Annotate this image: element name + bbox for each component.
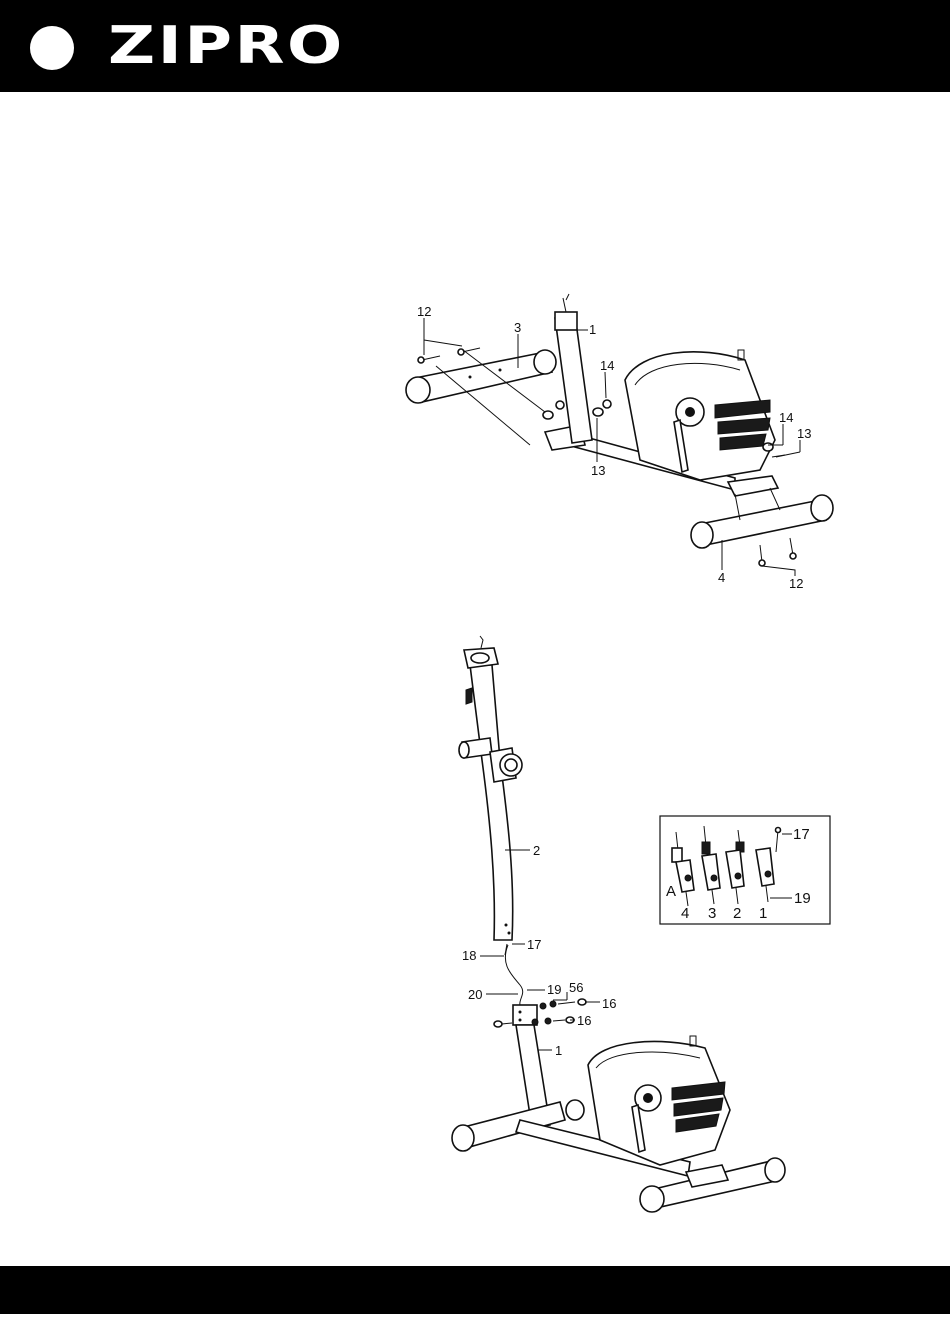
fig1-label-4: 4	[718, 570, 725, 585]
fig2-label-17: 17	[527, 937, 541, 952]
inset-step-1-label: 1	[759, 905, 767, 922]
fig2-label-56: 56	[569, 980, 583, 995]
flywheel-housing	[625, 350, 775, 480]
fig1-label-12b: 12	[789, 576, 803, 591]
fig1-label-3: 3	[514, 320, 521, 335]
fig1-label-13a: 13	[591, 463, 605, 478]
fig2-label-16b: 16	[577, 1013, 591, 1028]
fig1-label-12a: 12	[417, 304, 431, 319]
fig1-label-13b: 13	[797, 426, 811, 441]
computer-cable	[505, 945, 522, 1010]
page-footer	[0, 1266, 950, 1314]
inset-label-a: A	[666, 883, 676, 900]
fig2-label-20: 20	[468, 987, 482, 1002]
front-stabilizer	[691, 495, 833, 548]
inset-step-2-label: 2	[733, 905, 741, 922]
inset-label-17: 17	[793, 826, 810, 843]
fig1-label-14b: 14	[779, 410, 793, 425]
fig1-label-14a: 14	[600, 358, 614, 373]
fig2-label-1: 1	[555, 1043, 562, 1058]
figure-base-assembly: 12 3 1 14 13 14 13 4 12	[406, 294, 833, 591]
inset-cable-steps: A 17 19 4 3 2 1	[660, 816, 830, 924]
fig2-label-19: 19	[547, 982, 561, 997]
rear-stabilizer	[406, 350, 556, 403]
inset-label-19: 19	[794, 890, 811, 907]
inset-step-4-label: 4	[681, 905, 689, 922]
fig2-label-16a: 16	[602, 996, 616, 1011]
fasteners-fig2	[494, 999, 586, 1027]
inset-step-3-label: 3	[708, 905, 716, 922]
fig2-label-18: 18	[462, 948, 476, 963]
handlebar-mast	[459, 636, 522, 940]
upright-post	[555, 294, 592, 443]
fig2-label-2: 2	[533, 843, 540, 858]
fig1-label-1: 1	[589, 322, 596, 337]
